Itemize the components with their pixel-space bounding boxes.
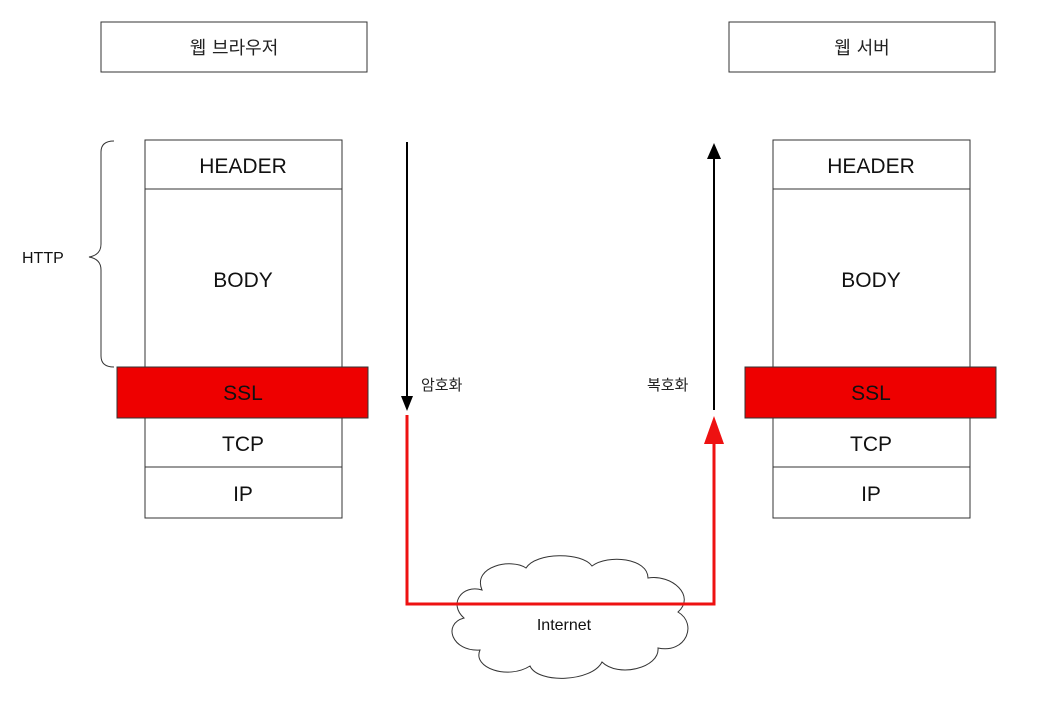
encrypt-arrow: 암호화 — [401, 142, 463, 411]
server-ssl-label: SSL — [851, 382, 891, 405]
server-header-label: HEADER — [827, 155, 915, 178]
client-stack: HEADER BODY SSL TCP IP — [116, 139, 369, 519]
server-ip-label: IP — [861, 483, 881, 506]
server-tcp-label: TCP — [850, 433, 892, 456]
encrypt-label: 암호화 — [421, 376, 463, 394]
client-ssl-label: SSL — [223, 382, 263, 405]
client-header-layer — [144, 139, 343, 190]
client-title-box: 웹 브라우저 — [100, 21, 368, 73]
server-body-label: BODY — [841, 269, 901, 292]
client-header-label: HEADER — [199, 155, 287, 178]
server-ssl-layer — [744, 366, 997, 419]
client-ip-layer — [144, 466, 343, 519]
decrypt-label: 복호화 — [647, 376, 689, 394]
client-ip-label: IP — [233, 483, 253, 506]
client-title: 웹 브라우저 — [190, 38, 279, 59]
server-header-layer — [772, 139, 971, 190]
server-ip-layer — [772, 466, 971, 519]
client-body-layer — [144, 188, 343, 368]
server-stack: HEADER BODY SSL TCP IP — [744, 139, 997, 519]
decrypt-arrow: 복호화 — [647, 143, 721, 410]
http-label: HTTP — [22, 250, 64, 267]
internet-cloud: Internet — [451, 555, 689, 679]
server-tcp-layer — [772, 417, 971, 468]
server-title: 웹 서버 — [834, 38, 889, 59]
internet-label: Internet — [537, 617, 592, 634]
client-tcp-layer — [144, 417, 343, 468]
network-path — [405, 415, 724, 606]
client-ssl-layer — [116, 366, 369, 419]
client-tcp-label: TCP — [222, 433, 264, 456]
http-brace: HTTP — [22, 140, 115, 368]
server-title-box: 웹 서버 — [728, 21, 996, 73]
client-body-label: BODY — [213, 269, 273, 292]
